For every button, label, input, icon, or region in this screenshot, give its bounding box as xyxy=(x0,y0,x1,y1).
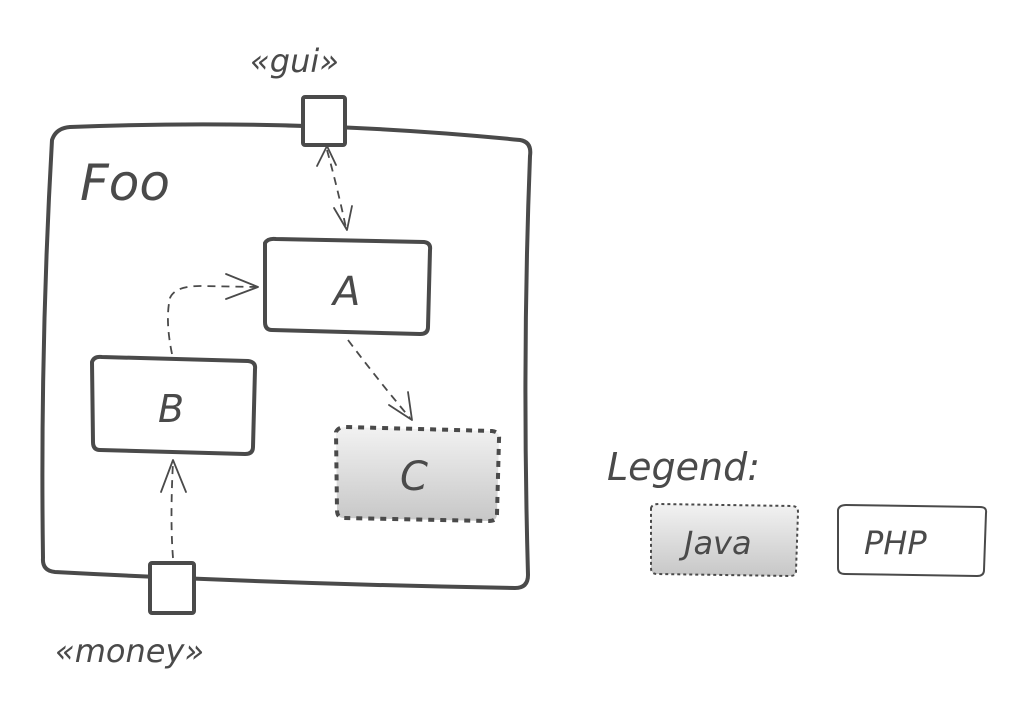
node-a[interactable] xyxy=(263,236,433,336)
node-c-label: C xyxy=(400,454,428,500)
legend-java-box xyxy=(650,503,799,577)
port-gui-label: «gui» xyxy=(250,42,339,80)
edge-a-c[interactable] xyxy=(347,339,411,419)
node-c[interactable] xyxy=(334,425,502,523)
edge-money-b[interactable] xyxy=(170,461,174,559)
legend-php-box xyxy=(837,504,988,577)
edge-gui-a-arrowhead-top xyxy=(316,145,337,167)
edge-b-a-arrowhead xyxy=(225,273,259,300)
node-b-label: B xyxy=(158,387,184,431)
component-title: Foo xyxy=(80,154,170,212)
legend-php-label: PHP xyxy=(864,524,927,562)
edge-money-b-arrowhead xyxy=(160,459,187,493)
edge-a-c-arrowhead xyxy=(388,391,413,421)
port-money-label: «money» xyxy=(55,632,204,670)
edge-gui-a[interactable] xyxy=(326,149,347,229)
node-b[interactable] xyxy=(90,354,258,456)
edge-b-a[interactable] xyxy=(167,285,259,355)
node-a-label: A xyxy=(330,269,360,315)
legend-java-label: Java xyxy=(678,524,752,562)
port-money[interactable] xyxy=(148,561,196,615)
port-gui[interactable] xyxy=(301,95,347,147)
legend-title: Legend: xyxy=(607,445,760,489)
edge-gui-a-arrowhead-bottom xyxy=(333,205,353,231)
